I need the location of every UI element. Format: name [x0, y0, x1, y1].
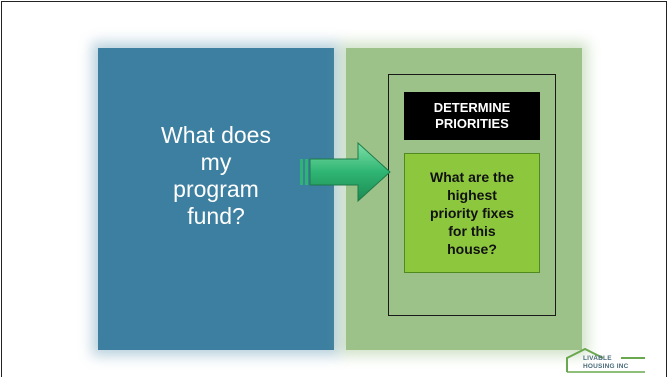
arrow-body: [309, 141, 391, 203]
livable-housing-logo: LIVABLE HOUSING INC: [563, 346, 649, 380]
arrow-tail-stripe: [300, 159, 303, 185]
determine-priorities-panel: DETERMINE PRIORITIES What are the highes…: [346, 48, 582, 350]
left-text-line: What does: [161, 122, 271, 148]
left-text-line: program: [173, 176, 259, 202]
right-arrow-icon: [300, 141, 391, 203]
header-line: DETERMINE: [433, 100, 511, 115]
question-line: for this: [448, 223, 496, 239]
logo-line-1: LIVABLE: [583, 355, 612, 362]
determine-priorities-header: DETERMINE PRIORITIES: [404, 92, 540, 140]
priority-fixes-question: What are the highest priority fixes for …: [404, 153, 540, 273]
left-text-line: my: [200, 149, 232, 175]
question-line: highest: [447, 187, 497, 203]
program-fund-question: What does my program fund?: [98, 122, 334, 230]
question-line: priority fixes: [429, 205, 515, 221]
house-roof-icon: [566, 347, 645, 373]
question-line: What are the: [429, 169, 514, 185]
program-fund-panel: What does my program fund?: [98, 48, 334, 350]
logo-line-2: HOUSING INC: [583, 363, 629, 370]
question-line: house?: [447, 241, 497, 257]
priorities-frame: DETERMINE PRIORITIES What are the highes…: [388, 74, 556, 316]
arrow-tail-stripe: [305, 159, 308, 185]
header-line: PRIORITIES: [435, 116, 509, 131]
left-text-line: fund?: [187, 203, 245, 229]
